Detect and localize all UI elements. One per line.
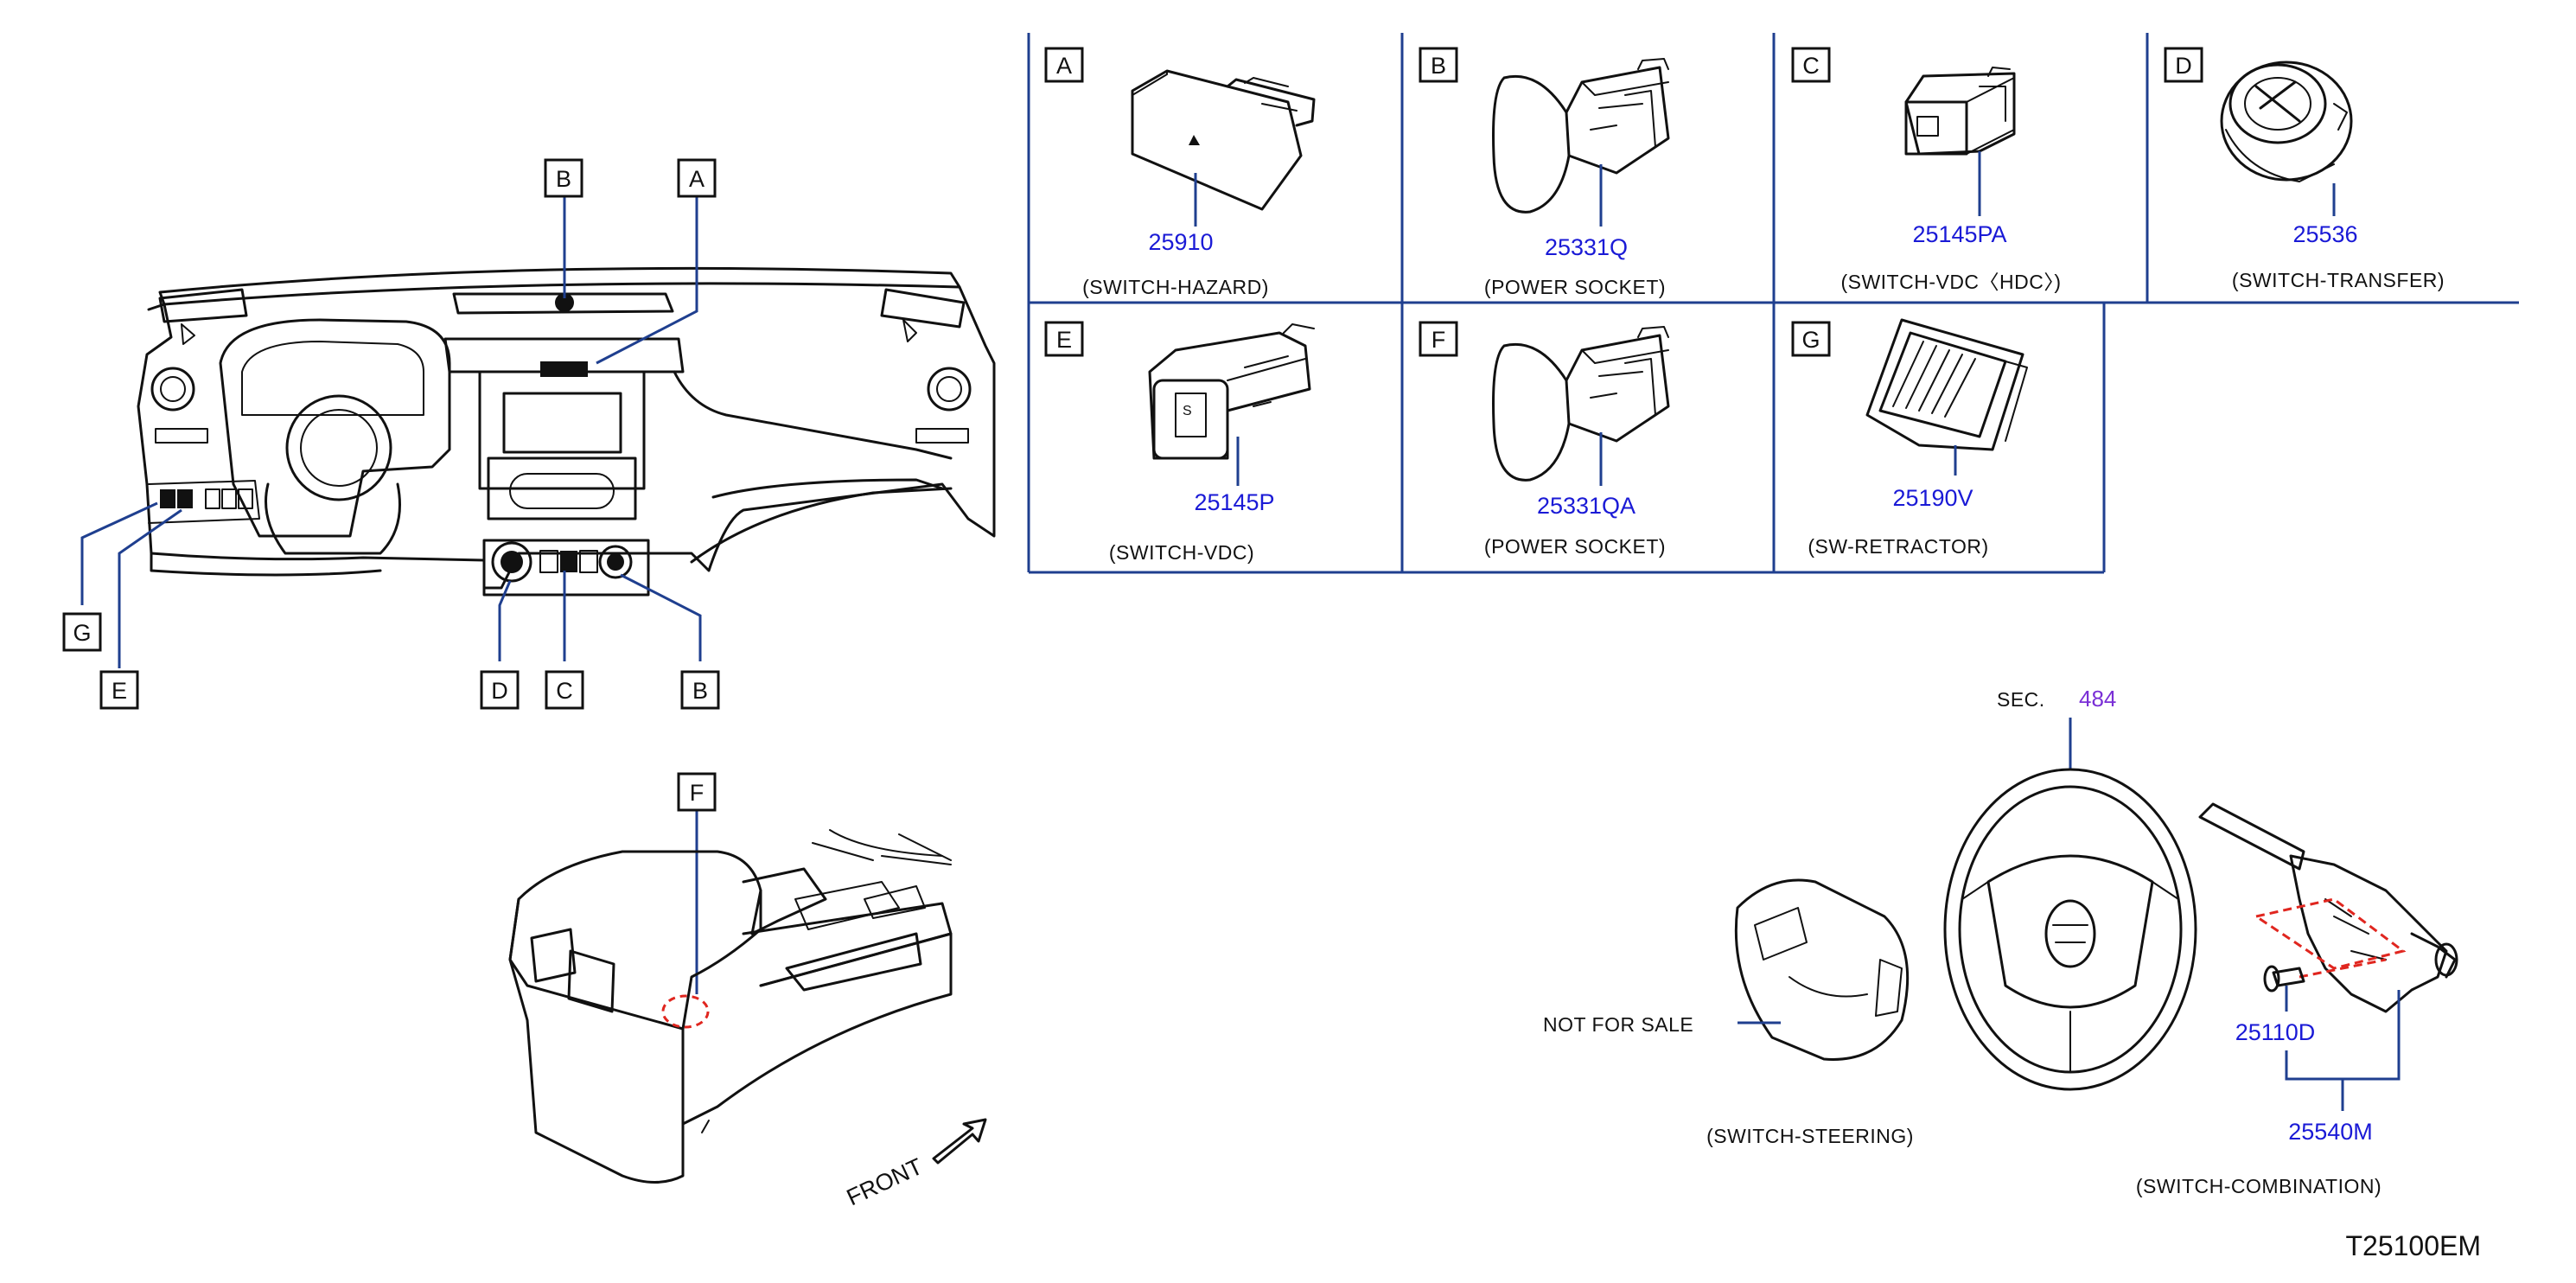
dashboard-leader-lines [80, 197, 702, 994]
callout-box-b-bottom: B [680, 670, 720, 710]
front-label: FRONT [843, 1153, 927, 1210]
part-description: (SWITCH-VDC〈HDC〉) [1840, 271, 2061, 293]
panel-c-vdc-hdc-switch: C 25145PA (SWITCH-VDC〈HDC〉) [1791, 47, 2061, 293]
part-description: (SWITCH-TRANSFER) [2232, 269, 2445, 291]
section-label: SEC. [1997, 688, 2045, 711]
part-number: 25910 [1148, 229, 1213, 255]
part-description: (POWER SOCKET) [1484, 276, 1666, 298]
part-number: 25331Q [1545, 234, 1628, 260]
svg-text:A: A [1056, 53, 1072, 79]
part-number: 25190V [1892, 485, 1973, 511]
svg-text:F: F [690, 780, 705, 806]
panel-g-retractor-switch: G 25190V (SW-RETRACTOR) [1791, 318, 2028, 558]
callout-box-c: C [545, 670, 584, 710]
front-direction-indicator: FRONT [843, 1118, 987, 1210]
svg-text:G: G [73, 620, 91, 646]
panel-e-vdc-switch: E S 25145P (SWITCH-VDC) [1044, 321, 1315, 564]
dashboard-illustration [137, 266, 996, 597]
console-illustration [508, 829, 953, 1184]
svg-text:C: C [1802, 53, 1820, 79]
svg-text:G: G [1801, 327, 1820, 353]
callout-box-e: E [99, 670, 139, 710]
svg-text:D: D [491, 678, 508, 704]
part-description: (SWITCH-HAZARD) [1082, 276, 1269, 298]
svg-text:B: B [556, 166, 571, 192]
panel-f-power-socket: F 25331QA (POWER SOCKET) [1419, 321, 1670, 558]
part-number: 25536 [2292, 221, 2357, 247]
parts-grid [1027, 33, 2519, 574]
panel-a-hazard-switch: A 25910 (SWITCH-HAZARD) [1044, 47, 1316, 298]
callout-box-f-console: F [677, 772, 717, 812]
part-description: (SW-RETRACTOR) [1808, 535, 1988, 558]
callout-box-g: G [62, 612, 102, 652]
panel-d-transfer-switch: D 25536 (SWITCH-TRANSFER) [2164, 47, 2445, 291]
callout-box-b-top: B [544, 158, 583, 198]
part-number: 25331QA [1537, 493, 1636, 519]
svg-text:C: C [556, 678, 573, 704]
panel-b-power-socket: B 25331Q (POWER SOCKET) [1419, 47, 1670, 298]
switch-steering-label: (SWITCH-STEERING) [1706, 1125, 1914, 1147]
svg-text:D: D [2175, 53, 2192, 79]
part-description: (POWER SOCKET) [1484, 535, 1666, 558]
svg-text:A: A [689, 166, 705, 192]
screw-part-number: 25110D [2235, 1019, 2316, 1045]
diagram-code: T25100EM [2345, 1230, 2481, 1261]
svg-text:F: F [1431, 327, 1446, 353]
callout-box-d: D [480, 670, 520, 710]
svg-text:B: B [1431, 53, 1446, 79]
steering-section: SEC. 484 NOT FOR SALE (SWITCH-STEERING) … [1543, 686, 2458, 1197]
part-description: (SWITCH-VDC) [1109, 541, 1254, 564]
switch-combination-label: (SWITCH-COMBINATION) [2136, 1175, 2382, 1197]
svg-text:E: E [112, 678, 127, 704]
combo-part-number: 25540M [2288, 1119, 2373, 1145]
svg-text:S: S [1183, 404, 1192, 418]
part-number: 25145P [1194, 489, 1274, 515]
part-number: 25145PA [1912, 221, 2006, 247]
svg-text:B: B [692, 678, 708, 704]
not-for-sale-label: NOT FOR SALE [1543, 1013, 1693, 1036]
callout-box-a: A [677, 158, 717, 198]
section-number: 484 [2079, 686, 2116, 712]
svg-text:E: E [1056, 327, 1072, 353]
